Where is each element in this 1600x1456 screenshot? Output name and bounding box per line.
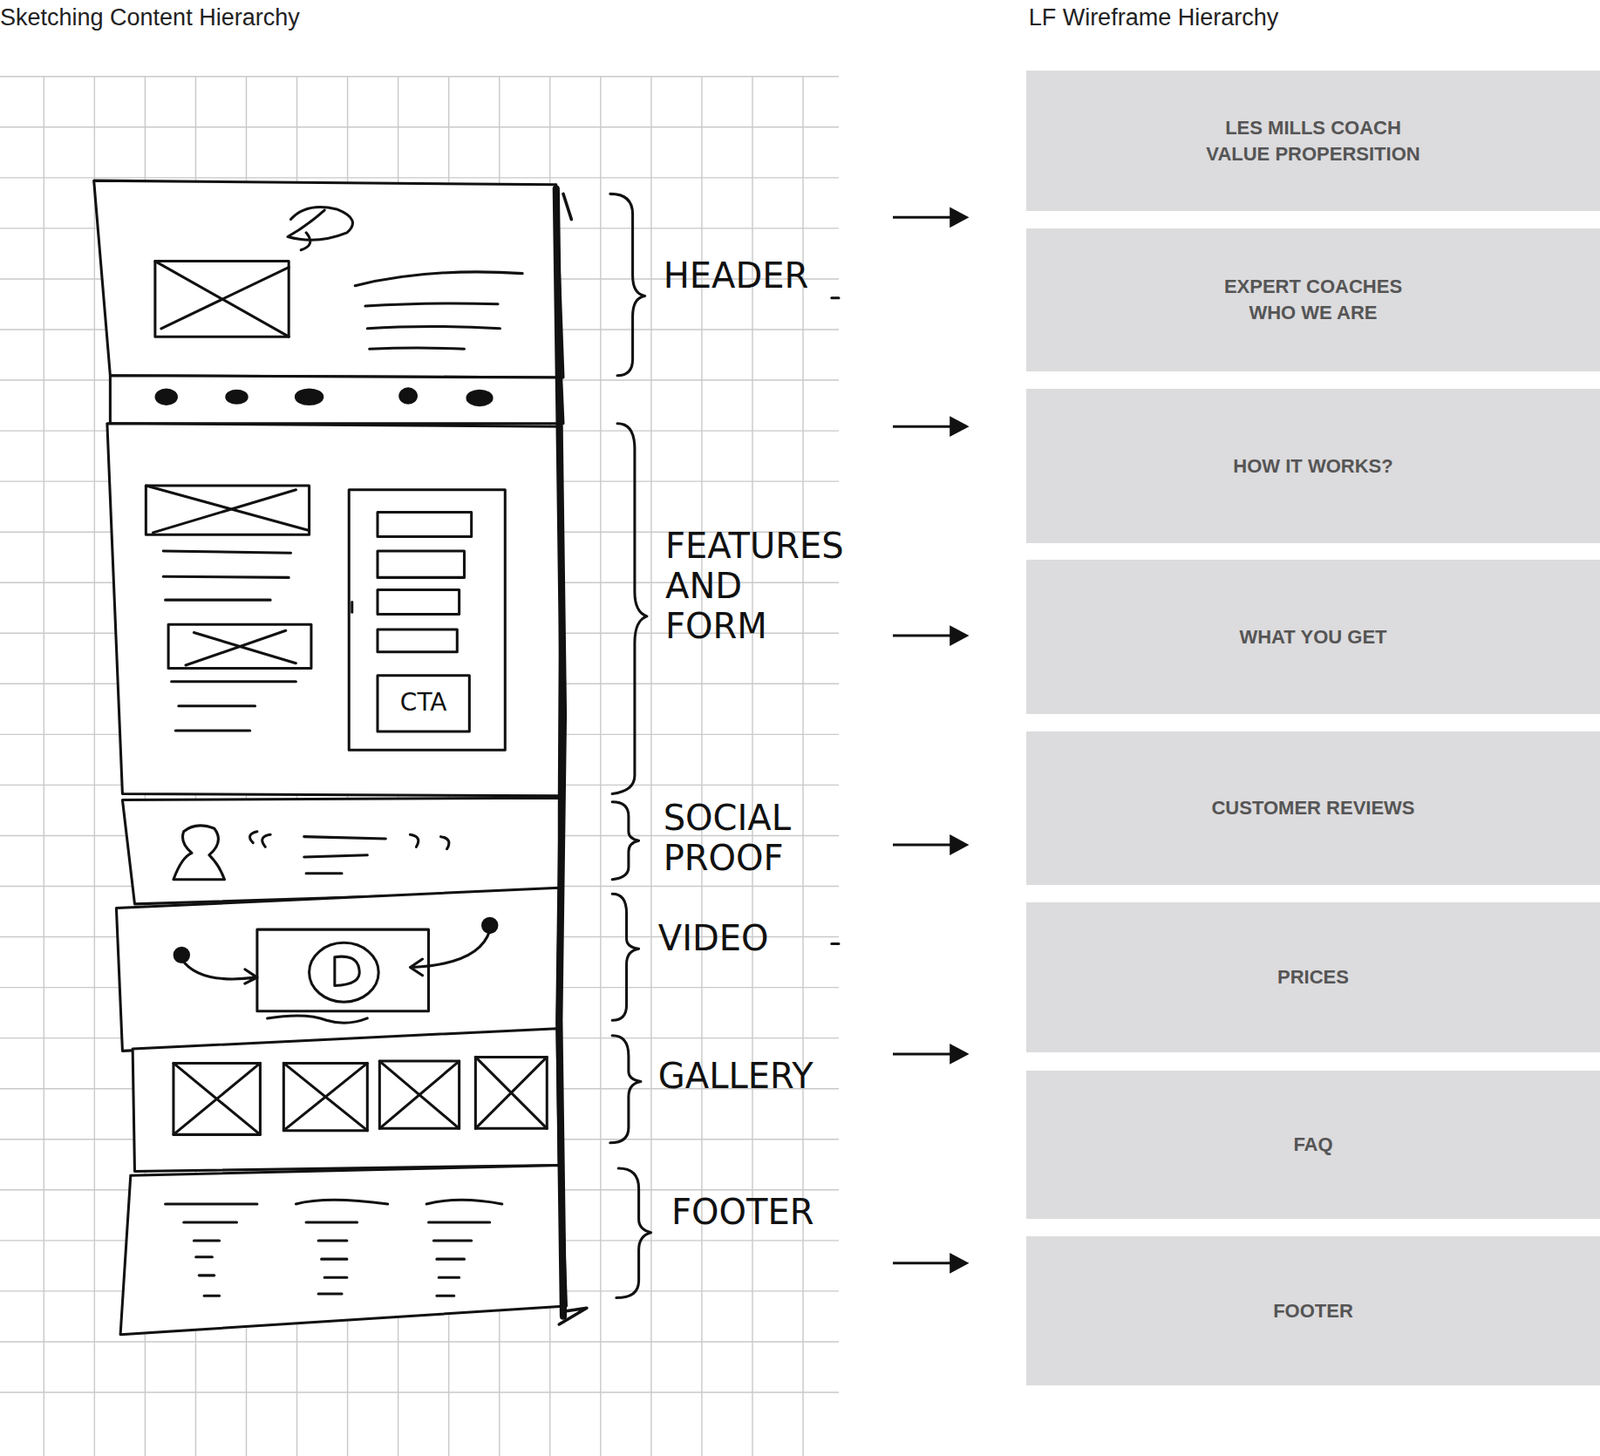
block-title: CUSTOMER REVIEWS bbox=[1211, 795, 1415, 822]
wireframe-block: LES MILLS COACH VALUE PROPERSITION bbox=[1026, 70, 1600, 212]
section-label: FEATURES AND FORM bbox=[665, 525, 845, 647]
section-label: VIDEO bbox=[658, 918, 770, 959]
block-title: EXPERT COACHES WHO WE ARE bbox=[1210, 273, 1417, 326]
section-label: HEADER bbox=[663, 255, 810, 296]
block-title: PRICES bbox=[1277, 964, 1349, 991]
wireframe-block: FOOTER bbox=[1026, 1236, 1600, 1386]
title-heading: LF Wireframe Hierarchy bbox=[1028, 4, 1280, 32]
section-label: GALLERY bbox=[658, 1055, 814, 1097]
block-title: LES MILLS COACH VALUE PROPERSITION bbox=[1198, 115, 1428, 167]
block-title: HOW IT WORKS? bbox=[1232, 453, 1393, 480]
block-title: WHAT YOU GET bbox=[1239, 624, 1387, 651]
block-title: FAQ bbox=[1293, 1131, 1333, 1158]
wireframe-block: HOW IT WORKS? bbox=[1026, 388, 1600, 544]
wireframe-block: EXPERT COACHES WHO WE ARE bbox=[1026, 228, 1600, 372]
section-label: FOOTER bbox=[671, 1191, 814, 1233]
wireframe-block: WHAT YOU GET bbox=[1026, 559, 1600, 715]
wireframe-block: PRICES bbox=[1026, 902, 1600, 1053]
wireframe-block: FAQ bbox=[1026, 1070, 1600, 1219]
block-title: FOOTER bbox=[1273, 1298, 1354, 1325]
section-label: SOCIAL PROOF bbox=[663, 797, 791, 879]
title-heading: Sketching Content Hierarchy bbox=[0, 4, 300, 32]
button-label: CTA bbox=[400, 688, 448, 717]
wireframe-block: CUSTOMER REVIEWS bbox=[1026, 731, 1600, 886]
